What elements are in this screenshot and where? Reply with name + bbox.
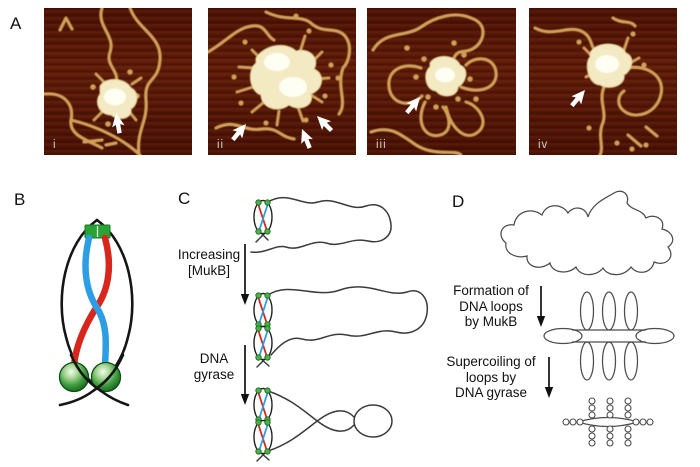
- mukb-motif: [253, 386, 273, 424]
- afm-iii-drawing: [369, 13, 498, 155]
- dna-strands: [44, 8, 162, 155]
- hinge-domain: [84, 224, 111, 239]
- dna-crossing-tails: [58, 353, 130, 407]
- protein-cluster: [586, 43, 633, 88]
- pointer-arrow-icon: [296, 126, 316, 151]
- process-arrow: [240, 345, 250, 405]
- loop-formation-diagram: [500, 190, 675, 447]
- afm-ii-drawing: [208, 10, 352, 151]
- afm-numeral: ii: [217, 139, 225, 151]
- panel-c-label: C: [178, 189, 191, 208]
- dna-loop-rosette: [543, 291, 675, 381]
- afm-image-iii: iii: [367, 8, 516, 155]
- protein-cluster: [249, 44, 322, 110]
- increasing-mukb-label: Increasing [MukB]: [177, 247, 241, 278]
- protein-cluster: [90, 69, 143, 127]
- dna-terminal-loop: [353, 404, 393, 438]
- dna-strands: [533, 16, 664, 155]
- mukb-condensation-diagram: [240, 196, 429, 462]
- dna-strand: [267, 390, 355, 432]
- supercoiled-rosette: [562, 397, 654, 447]
- pointer-arrow-icon: [566, 85, 590, 110]
- afm-iv-drawing: [533, 16, 664, 155]
- protein-cluster: [425, 56, 467, 97]
- panel-b-label: B: [14, 190, 26, 209]
- mukb-dimer-schematic: [58, 218, 134, 407]
- process-arrow: [536, 286, 546, 327]
- supercoiling-label: Supercoiling of loops by DNA gyrase: [446, 354, 536, 400]
- mukb-motif: [253, 418, 273, 456]
- afm-image-ii: ii: [208, 8, 356, 155]
- afm-numeral: i: [53, 139, 57, 151]
- afm-numeral: iii: [376, 139, 387, 151]
- relaxed-dna-circle: [500, 190, 674, 276]
- pointer-arrow-icon: [312, 111, 336, 135]
- afm-i-drawing: [44, 8, 162, 155]
- afm-image-iv: iv: [529, 8, 677, 155]
- mukb-motif: [253, 198, 273, 236]
- mukb-motif: [253, 291, 273, 329]
- mukb-motif: [253, 324, 273, 362]
- dna-strand: [267, 286, 429, 356]
- dna-gyrase-label: DNA gyrase: [193, 351, 235, 382]
- panel-d-label: D: [452, 192, 465, 211]
- dna-strand: [250, 196, 392, 253]
- afm-numeral: iv: [538, 139, 549, 151]
- afm-image-i: i: [44, 8, 192, 155]
- process-arrow: [544, 357, 554, 398]
- panel-a-label: A: [10, 14, 22, 33]
- process-arrow: [240, 244, 250, 305]
- formation-loops-label: Formation of DNA loops by MukB: [453, 283, 529, 329]
- coiled-coil-blue: [82, 234, 110, 369]
- dna-strand: [267, 410, 355, 452]
